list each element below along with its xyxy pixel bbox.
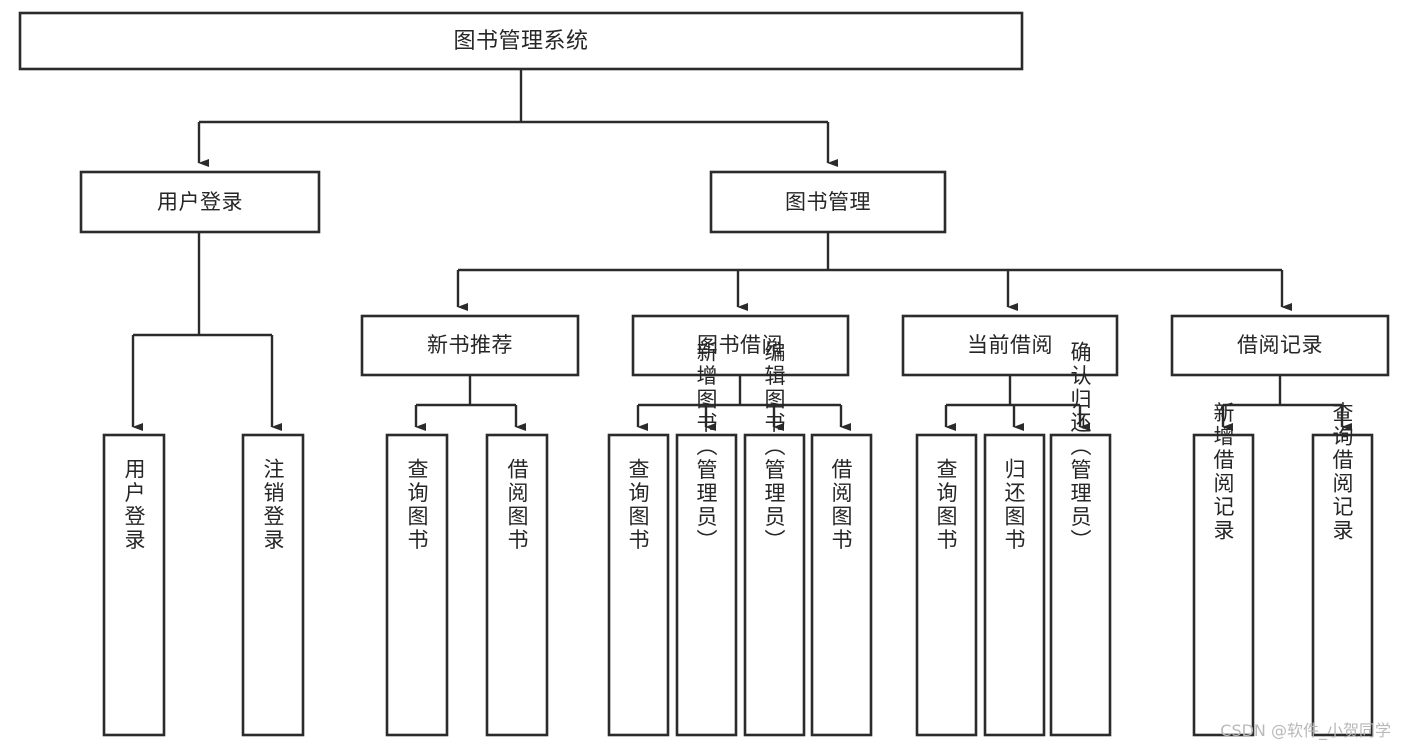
node-borrow-record[interactable]: 借阅记录 bbox=[1170, 314, 1390, 377]
node-leaf-add-record-label: 新增借阅记录 bbox=[1211, 402, 1235, 543]
node-root[interactable]: 图书管理系统 bbox=[18, 11, 1024, 71]
node-root-box[interactable] bbox=[18, 11, 1024, 71]
node-leaf-user-login-box[interactable] bbox=[102, 433, 166, 737]
node-user-login[interactable]: 用户登录 bbox=[79, 170, 321, 234]
node-book-manage-box[interactable] bbox=[709, 170, 947, 234]
node-leaf-query-book-1[interactable]: 查询图书 bbox=[385, 433, 449, 737]
node-borrow-record-label: 借阅记录 bbox=[1237, 333, 1323, 357]
node-leaf-borrow-book-1-label: 借阅图书 bbox=[505, 458, 529, 552]
node-book-borrow[interactable]: 图书借阅 bbox=[631, 314, 850, 377]
node-leaf-user-logout[interactable]: 注销登录 bbox=[241, 433, 305, 737]
node-leaf-borrow-book-1[interactable]: 借阅图书 bbox=[485, 433, 549, 737]
node-leaf-borrow-book-1-box[interactable] bbox=[485, 433, 549, 737]
node-leaf-user-login[interactable]: 用户登录 bbox=[102, 433, 166, 737]
node-leaf-edit-book[interactable]: 编辑图书（管理员） bbox=[743, 341, 806, 737]
node-book-borrow-label: 图书借阅 bbox=[697, 333, 783, 357]
node-leaf-query-record-label: 查询借阅记录 bbox=[1330, 402, 1354, 543]
node-leaf-return-book[interactable]: 归还图书 bbox=[983, 433, 1046, 737]
node-leaf-edit-book-box[interactable] bbox=[743, 433, 806, 737]
node-leaf-borrow-book-2-box[interactable] bbox=[810, 433, 873, 737]
node-leaf-add-book-box[interactable] bbox=[675, 433, 738, 737]
node-leaf-borrow-book-2[interactable]: 借阅图书 bbox=[810, 433, 873, 737]
node-leaf-add-book-label: 新增图书（管理员） bbox=[694, 341, 718, 553]
connectors bbox=[131, 69, 1353, 432]
node-user-login-box[interactable] bbox=[79, 170, 321, 234]
node-leaf-confirm-return-box[interactable] bbox=[1049, 433, 1112, 737]
node-leaf-query-record-box[interactable] bbox=[1311, 433, 1374, 737]
node-book-manage[interactable]: 图书管理 bbox=[709, 170, 947, 234]
node-book-manage-label: 图书管理 bbox=[785, 190, 871, 214]
node-leaf-user-logout-label: 注销登录 bbox=[261, 458, 285, 552]
node-new-book-recommend-box[interactable] bbox=[360, 314, 580, 377]
node-leaf-add-record-box[interactable] bbox=[1192, 433, 1255, 737]
node-leaf-add-record[interactable]: 新增借阅记录 bbox=[1192, 402, 1255, 737]
node-leaf-confirm-return-label: 确认归还（管理员） bbox=[1068, 341, 1092, 553]
node-leaf-user-login-label: 用户登录 bbox=[122, 458, 146, 552]
node-current-borrow-label: 当前借阅 bbox=[967, 333, 1053, 357]
node-user-login-label: 用户登录 bbox=[157, 190, 243, 214]
node-leaf-query-book-3-label: 查询图书 bbox=[934, 458, 958, 552]
node-leaf-query-book-2[interactable]: 查询图书 bbox=[607, 433, 670, 737]
node-borrow-record-box[interactable] bbox=[1170, 314, 1390, 377]
node-leaf-query-record[interactable]: 查询借阅记录 bbox=[1311, 402, 1374, 737]
node-new-book-recommend[interactable]: 新书推荐 bbox=[360, 314, 580, 377]
node-leaf-query-book-1-box[interactable] bbox=[385, 433, 449, 737]
node-leaf-query-book-2-label: 查询图书 bbox=[626, 458, 650, 552]
node-leaf-return-book-label: 归还图书 bbox=[1002, 458, 1026, 552]
node-leaf-query-book-2-box[interactable] bbox=[607, 433, 670, 737]
node-current-borrow-box[interactable] bbox=[901, 314, 1119, 377]
csdn-watermark: CSDN @软件_小贺同学 bbox=[1220, 721, 1391, 740]
node-current-borrow[interactable]: 当前借阅 bbox=[901, 314, 1119, 377]
node-new-book-recommend-label: 新书推荐 bbox=[427, 333, 513, 357]
node-leaf-borrow-book-2-label: 借阅图书 bbox=[829, 458, 853, 552]
node-root-label: 图书管理系统 bbox=[453, 29, 588, 54]
node-leaf-user-logout-box[interactable] bbox=[241, 433, 305, 737]
node-leaf-confirm-return[interactable]: 确认归还（管理员） bbox=[1049, 341, 1112, 737]
node-leaf-query-book-3[interactable]: 查询图书 bbox=[915, 433, 978, 737]
node-leaf-return-book-box[interactable] bbox=[983, 433, 1046, 737]
node-leaf-add-book[interactable]: 新增图书（管理员） bbox=[675, 341, 738, 737]
node-leaf-edit-book-label: 编辑图书（管理员） bbox=[762, 341, 786, 553]
node-leaf-query-book-1-label: 查询图书 bbox=[405, 458, 429, 552]
node-book-borrow-box[interactable] bbox=[631, 314, 850, 377]
node-leaf-query-book-3-box[interactable] bbox=[915, 433, 978, 737]
